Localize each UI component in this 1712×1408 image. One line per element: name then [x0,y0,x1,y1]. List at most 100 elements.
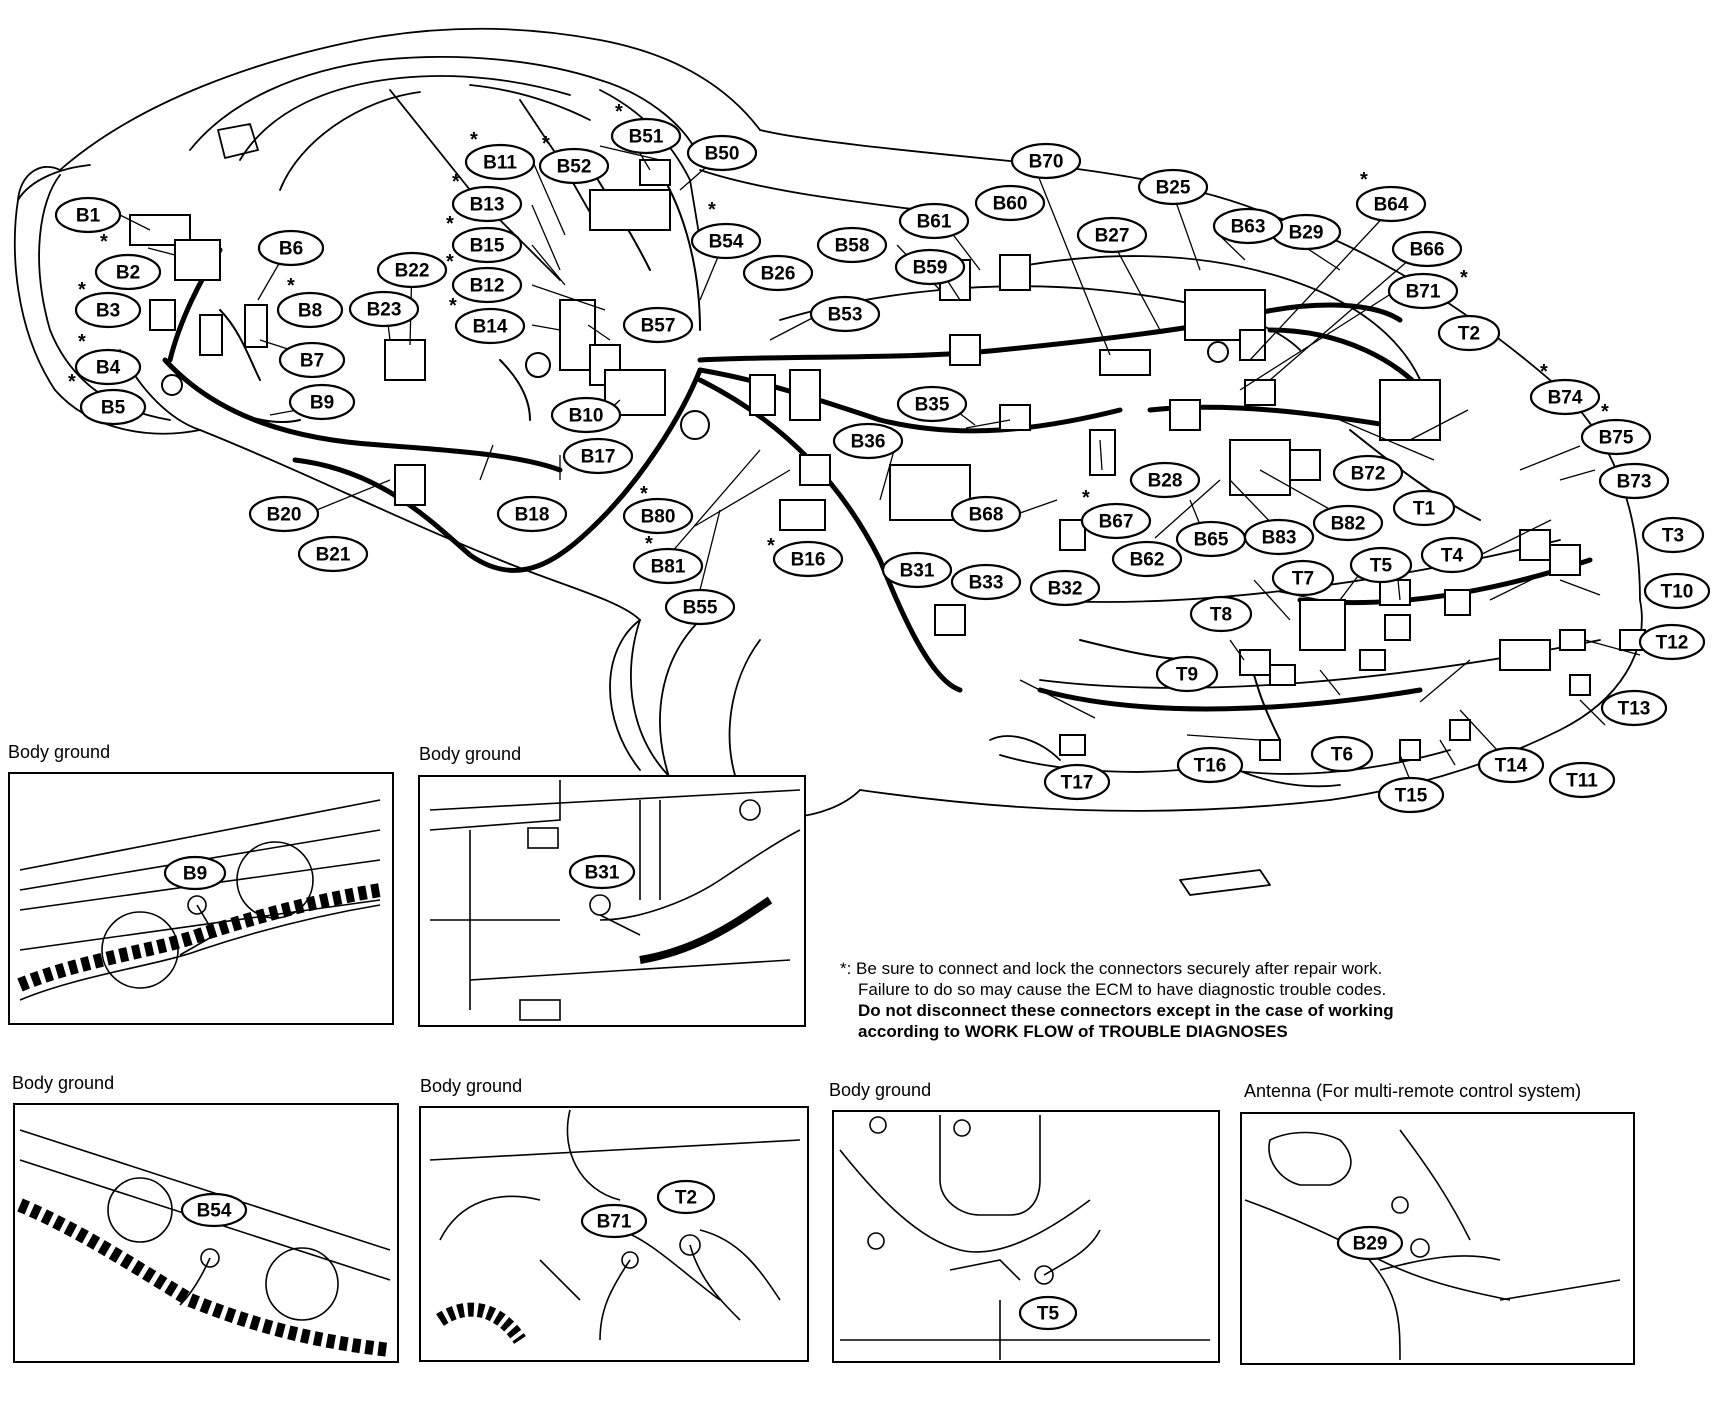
callout-text: B20 [267,505,302,526]
callout-B52: B52 [538,147,610,185]
caption-body-ground-4: Body ground [420,1076,523,1096]
callout-text: B18 [515,505,550,526]
inset-antenna-b29: B29 [1240,1112,1635,1365]
callout-B23: B23 [348,290,420,328]
callout-text: B31 [900,561,935,582]
callout-text: B16 [791,550,826,571]
callout-text: B2 [116,263,140,284]
callout-B66: B66 [1391,230,1463,268]
callout-text: T8 [1210,605,1232,626]
callout-text: B12 [470,276,505,297]
callout-text: T13 [1618,699,1651,720]
callout-B14: B14 [454,307,526,345]
callout-text: B64 [1374,195,1409,216]
callout-text: B10 [569,406,604,427]
callout-text: B27 [1095,226,1130,247]
callout-B54: B54 [690,222,762,260]
note-line-3: Do not disconnect these connectors excep… [858,1001,1394,1020]
callout-T5: T5 [1349,546,1413,584]
callout-T9: T9 [1155,655,1219,693]
callout-text: B82 [1331,514,1366,535]
callout-B29: B29 [1270,213,1342,251]
callout-B3: B3 [74,291,142,329]
callout-B20: B20 [248,495,320,533]
callout-text: B15 [470,236,505,257]
callout-B13: B13 [451,185,523,223]
svg-text:*: * [1460,267,1468,289]
inset-callout-B71: B71 [580,1203,648,1239]
caption-body-ground-3: Body ground [12,1073,115,1093]
callout-text: B51 [629,127,664,148]
callout-T3: T3 [1641,516,1705,554]
callout-B72: B72 [1332,454,1404,492]
callout-text: T5 [1037,1304,1060,1325]
callout-text: B63 [1231,217,1266,238]
inset-body-ground-b71-t2: B71 T2 [419,1106,809,1362]
callout-text: B8 [298,301,322,322]
callout-text: B28 [1148,471,1183,492]
svg-text:*: * [767,535,775,557]
callout-text: B4 [96,358,121,379]
svg-text:*: * [542,133,550,155]
callout-text: T16 [1194,756,1227,777]
callout-B80: B80 [622,497,694,535]
inset-callout-T5: T5 [1018,1295,1078,1331]
callout-T16: T16 [1176,746,1244,784]
callout-text: T11 [1566,771,1598,792]
callout-text: T7 [1292,569,1314,590]
callout-text: B5 [101,398,126,419]
callout-B12: B12 [451,266,523,304]
callout-text: B73 [1617,472,1652,493]
callout-text: T1 [1413,499,1436,520]
svg-text:*: * [446,213,454,235]
callout-text: T10 [1661,582,1694,603]
callout-B9: B9 [288,383,356,421]
callout-text: T9 [1176,665,1198,686]
callout-text: B26 [761,264,796,285]
callout-text: B68 [969,505,1004,526]
callout-B74: B74 [1529,378,1601,416]
callout-B51: B51 [610,117,682,155]
callout-B55: B55 [664,588,736,626]
svg-text:*: * [452,171,460,193]
callout-B50: B50 [686,134,758,172]
callout-text: B29 [1289,223,1324,244]
svg-text:*: * [470,129,478,151]
callout-text: B75 [1599,428,1634,449]
callout-B70: B70 [1010,142,1082,180]
callout-text: T6 [1331,745,1353,766]
inset-body-ground-b54: B54 [13,1103,399,1363]
callout-text: T2 [1458,324,1480,345]
callout-text: B81 [651,557,686,578]
callout-text: B35 [915,395,950,416]
callout-text: B60 [993,194,1028,215]
svg-text:*: * [615,101,623,123]
callout-text: B22 [395,261,430,282]
callout-T14: T14 [1477,746,1545,784]
callout-B28: B28 [1129,461,1201,499]
callout-text: B67 [1099,512,1134,533]
callout-B75: B75 [1580,418,1652,456]
callout-text: B66 [1410,240,1445,261]
svg-text:*: * [78,331,86,353]
callout-text: B32 [1048,579,1083,600]
callout-B16: B16 [772,540,844,578]
callout-B82: B82 [1312,504,1384,542]
inset-callout-B54: B54 [180,1192,248,1228]
callout-text: T2 [675,1188,697,1209]
callout-B81: B81 [632,547,704,585]
callout-text: B70 [1029,152,1064,173]
callout-B2: B2 [94,253,162,291]
callout-B57: B57 [622,306,694,344]
inset-callout-B31: B31 [568,854,636,890]
note-line-4: according to WORK FLOW of TROUBLE DIAGNO… [858,1022,1288,1041]
caption-body-ground-1: Body ground [8,742,111,762]
callout-T12: T12 [1638,623,1706,661]
callout-text: T17 [1061,773,1094,794]
callout-T6: T6 [1310,735,1374,773]
asterisk-markers: * * * * * * * * * * * * * * * * * * * * … [68,101,1609,557]
svg-text:*: * [100,231,108,253]
callout-text: B11 [483,153,517,174]
svg-text:*: * [1601,401,1609,423]
